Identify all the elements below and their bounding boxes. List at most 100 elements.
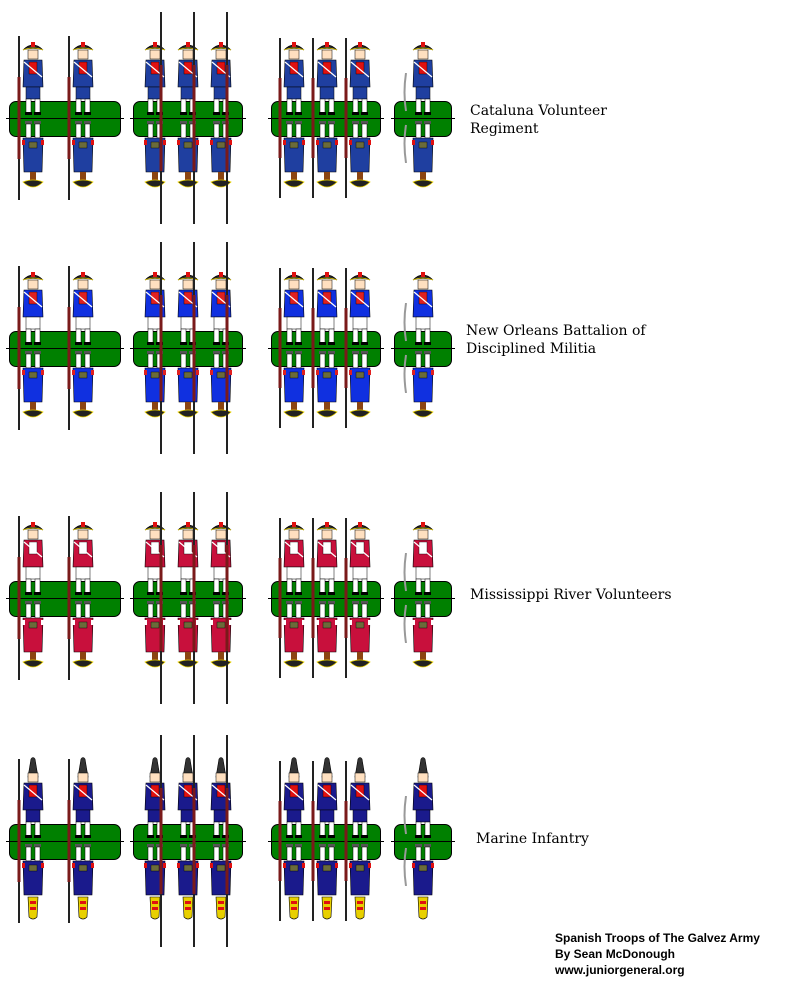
soldier-figure [279,755,309,949]
unit-label-line: Disciplined Militia [466,341,597,357]
musket-icon [310,518,316,682]
soldier-figure [279,262,309,456]
unit-label-cataluna: Cataluna Volunteer Regiment [470,102,607,138]
soldier-figure [140,32,170,226]
soldier-figure [68,32,98,226]
musket-icon [16,266,22,434]
soldier-figure [140,755,170,949]
soldier-figure [206,262,236,456]
musket-icon [191,735,197,951]
sword-icon [402,795,410,890]
officer-figure [408,512,438,706]
musket-icon [16,759,22,927]
musket-icon [343,38,349,202]
fold-line [391,841,455,842]
fold-line [268,598,384,599]
soldier-figure [312,262,342,456]
musket-icon [191,12,197,228]
soldier-figure [68,512,98,706]
figure-base-officer [394,331,452,367]
fold-line [6,348,124,349]
musket-icon [224,492,230,708]
soldier-figure [206,512,236,706]
musket-icon [158,12,164,228]
musket-icon [310,38,316,202]
fold-line [391,118,455,119]
soldier-figure [18,262,48,456]
musket-icon [191,492,197,708]
soldier-figure [173,262,203,456]
officer-figure [408,32,438,226]
sheet-title: Spanish Troops of The Galvez Army [555,931,760,945]
fold-line [6,841,124,842]
musket-icon [277,761,283,925]
musket-icon [343,761,349,925]
soldier-figure [18,512,48,706]
musket-icon [66,266,72,434]
sheet-website[interactable]: www.juniorgeneral.org [555,963,685,977]
soldier-figure [173,512,203,706]
musket-icon [277,518,283,682]
figure-base-officer [394,824,452,860]
musket-icon [310,761,316,925]
unit-label-line: Cataluna Volunteer [470,103,607,119]
fold-line [268,118,384,119]
unit-label-line: New Orleans Battalion of [466,323,646,339]
musket-icon [191,242,197,458]
fold-line [6,598,124,599]
musket-icon [16,36,22,204]
musket-icon [158,242,164,458]
soldier-figure [345,755,375,949]
credits-block: Spanish Troops of The Galvez Army By Sea… [555,930,760,978]
fold-line [130,841,246,842]
musket-icon [66,759,72,927]
soldier-figure [312,755,342,949]
musket-icon [224,735,230,951]
sheet-author: By Sean McDonough [555,947,676,961]
soldier-figure [18,755,48,949]
soldier-figure [68,755,98,949]
musket-icon [66,36,72,204]
officer-figure [408,755,438,949]
figure-base-officer [394,581,452,617]
unit-label-mississippi: Mississippi River Volunteers [470,586,672,604]
soldier-figure [345,512,375,706]
fold-line [391,598,455,599]
musket-icon [224,242,230,458]
fold-line [130,598,246,599]
musket-icon [343,268,349,432]
fold-line [391,348,455,349]
soldier-figure [312,32,342,226]
musket-icon [158,735,164,951]
fold-line [6,118,124,119]
soldier-figure [206,32,236,226]
fold-line [268,348,384,349]
musket-icon [277,38,283,202]
musket-icon [224,12,230,228]
soldier-figure [345,262,375,456]
soldier-figure [206,755,236,949]
musket-icon [343,518,349,682]
fold-line [130,118,246,119]
soldier-figure [68,262,98,456]
fold-line [268,841,384,842]
unit-label-marine: Marine Infantry [476,830,589,848]
soldier-figure [140,512,170,706]
musket-icon [310,268,316,432]
sword-icon [402,302,410,397]
soldier-figure [173,32,203,226]
musket-icon [277,268,283,432]
figure-base-officer [394,101,452,137]
musket-icon [16,516,22,684]
unit-label-new-orleans: New Orleans Battalion of Disciplined Mil… [466,322,646,358]
soldier-figure [345,32,375,226]
fold-line [130,348,246,349]
soldier-figure [312,512,342,706]
musket-icon [158,492,164,708]
sword-icon [402,72,410,167]
soldier-figure [173,755,203,949]
unit-label-line: Mississippi River Volunteers [470,587,672,603]
sword-icon [402,552,410,647]
soldier-figure [140,262,170,456]
